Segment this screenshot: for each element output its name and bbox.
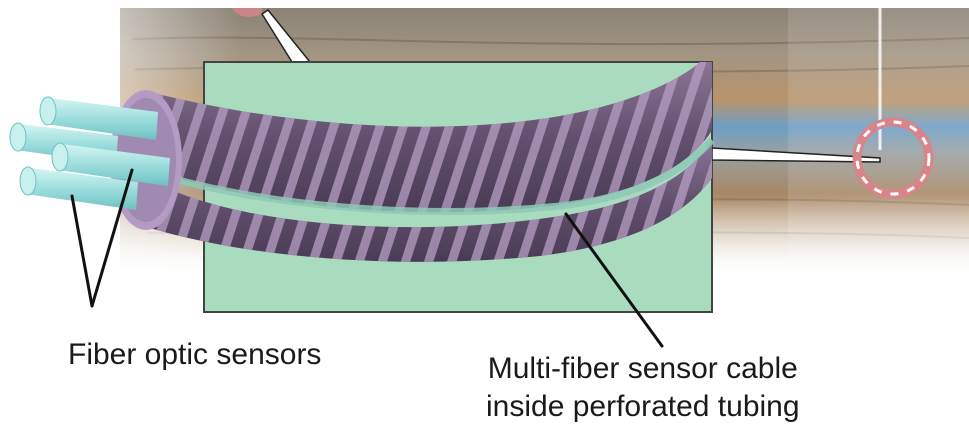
sensor-cable-label-line2: inside perforated tubing [486, 388, 800, 426]
sensor-cable-label: Multi-fiber sensor cable inside perforat… [486, 350, 800, 426]
sensor-cable-label-line1: Multi-fiber sensor cable [486, 350, 800, 388]
fiber-optic-sensors-label: Fiber optic sensors [68, 336, 321, 374]
